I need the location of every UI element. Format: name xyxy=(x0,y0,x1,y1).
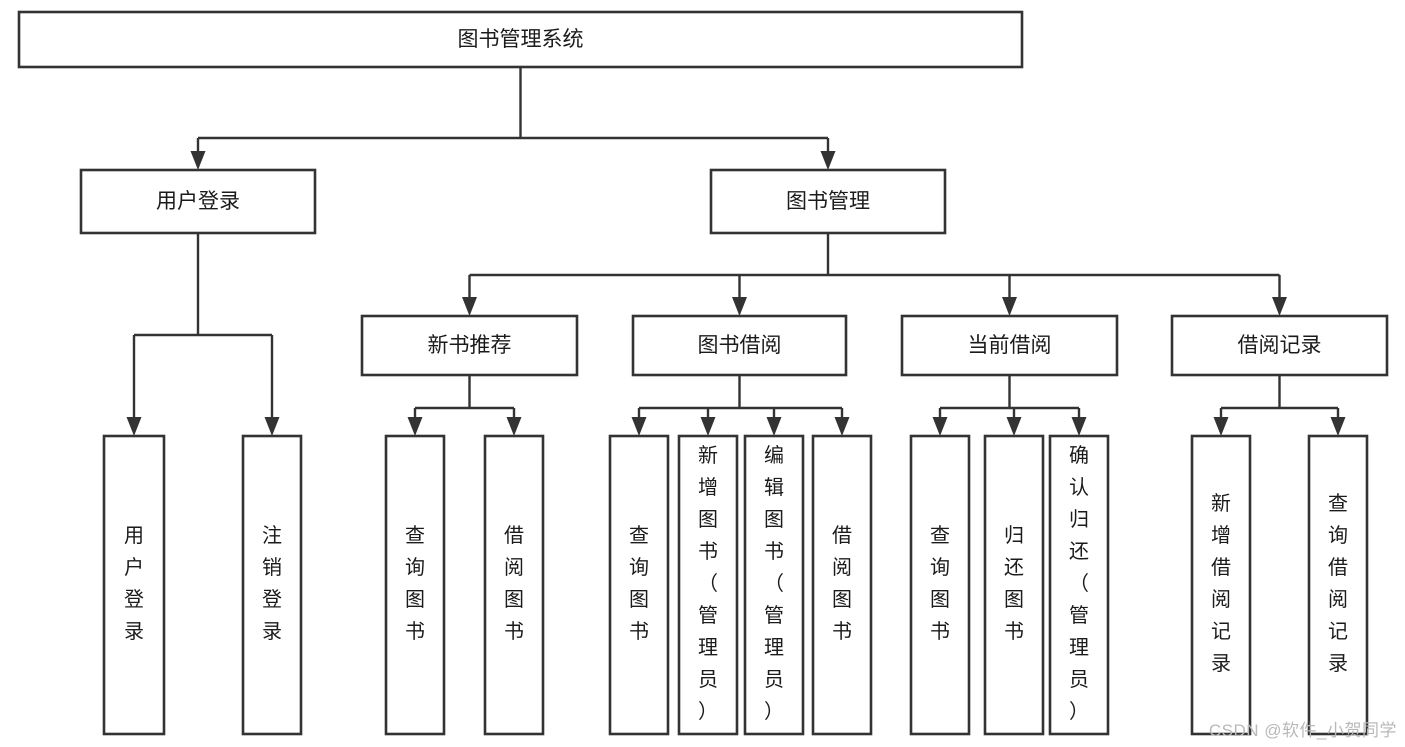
node-user-login[interactable]: 用户登录 xyxy=(79,168,317,235)
arrow-head-icon xyxy=(462,297,477,316)
node-label: 图书管理 xyxy=(786,190,870,213)
node-label: 新书推荐 xyxy=(428,334,512,357)
node-label: 借阅记录 xyxy=(1238,334,1322,357)
node-leaf-borrow-book-2[interactable]: 借阅图书 xyxy=(811,434,873,736)
node-label: 图书借阅 xyxy=(698,334,782,357)
node-label: 查询图书 xyxy=(629,524,649,643)
connector-group xyxy=(932,375,1087,436)
node-label: 图书管理系统 xyxy=(458,28,584,51)
node-box[interactable] xyxy=(1170,314,1389,377)
node-label: 当前借阅 xyxy=(968,334,1052,357)
connector-group xyxy=(1213,375,1346,436)
arrow-head-icon xyxy=(1071,417,1087,436)
node-leaf-edit-book[interactable]: 编辑图书（管理员） xyxy=(743,434,805,736)
node-borrow-record[interactable]: 借阅记录 xyxy=(1170,314,1389,377)
node-label: 借阅图书 xyxy=(504,524,524,643)
node-layer: 图书管理系统用户登录图书管理新书推荐图书借阅当前借阅借阅记录用户登录注销登录查询… xyxy=(17,10,1389,736)
node-box[interactable] xyxy=(900,314,1119,377)
connector-group xyxy=(631,375,850,436)
arrow-head-icon xyxy=(1330,417,1346,436)
node-box[interactable] xyxy=(17,10,1024,69)
node-book-borrow[interactable]: 图书借阅 xyxy=(631,314,848,377)
node-label: 注销登录 xyxy=(262,524,282,643)
node-leaf-query-book-3[interactable]: 查询图书 xyxy=(909,434,971,736)
arrow-head-icon xyxy=(1002,297,1017,316)
arrow-head-icon xyxy=(732,297,747,316)
node-box[interactable] xyxy=(1307,434,1369,736)
node-label: 编辑图书（管理员） xyxy=(764,444,784,723)
node-box[interactable] xyxy=(983,434,1045,736)
node-leaf-confirm-return[interactable]: 确认归还（管理员） xyxy=(1048,434,1110,736)
arrow-head-icon xyxy=(126,417,142,436)
node-label: 新增借阅记录 xyxy=(1211,492,1231,675)
node-label: 用户登录 xyxy=(156,190,240,213)
arrow-head-icon xyxy=(932,417,948,436)
arrow-head-icon xyxy=(700,417,716,436)
node-current-borrow[interactable]: 当前借阅 xyxy=(900,314,1119,377)
node-leaf-borrow-book-1[interactable]: 借阅图书 xyxy=(483,434,545,736)
node-box[interactable] xyxy=(483,434,545,736)
arrow-head-icon xyxy=(190,151,206,170)
node-box[interactable] xyxy=(102,434,166,736)
connector-group xyxy=(407,375,522,436)
node-box[interactable] xyxy=(608,434,670,736)
node-box[interactable] xyxy=(631,314,848,377)
arrow-head-icon xyxy=(631,417,647,436)
node-label: 新增图书（管理员） xyxy=(698,444,718,723)
node-label: 查询图书 xyxy=(405,524,425,643)
arrow-head-icon xyxy=(1272,297,1287,316)
node-box[interactable] xyxy=(709,168,947,235)
connector-group xyxy=(190,67,836,170)
node-label: 用户登录 xyxy=(124,525,144,643)
node-box[interactable] xyxy=(677,434,739,736)
arrow-head-icon xyxy=(834,417,850,436)
node-label: 确认归还（管理员） xyxy=(1069,444,1089,723)
connector-layer xyxy=(126,67,1346,436)
arrow-head-icon xyxy=(766,417,782,436)
node-leaf-return-book[interactable]: 归还图书 xyxy=(983,434,1045,736)
arrow-head-icon xyxy=(407,417,423,436)
node-box[interactable] xyxy=(1190,434,1252,736)
arrow-head-icon xyxy=(1006,417,1022,436)
node-label: 归还图书 xyxy=(1004,524,1024,643)
node-box[interactable] xyxy=(811,434,873,736)
node-box[interactable] xyxy=(241,434,303,736)
node-leaf-query-book-1[interactable]: 查询图书 xyxy=(384,434,446,736)
node-box[interactable] xyxy=(909,434,971,736)
node-leaf-logout[interactable]: 注销登录 xyxy=(241,434,303,736)
node-label: 查询图书 xyxy=(930,524,950,643)
node-box[interactable] xyxy=(384,434,446,736)
node-leaf-add-book[interactable]: 新增图书（管理员） xyxy=(677,434,739,736)
arrow-head-icon xyxy=(820,151,836,170)
watermark-label: CSDN @软件_小贺同学 xyxy=(1208,721,1397,740)
arrow-head-icon xyxy=(506,417,522,436)
node-box[interactable] xyxy=(360,314,579,377)
node-box[interactable] xyxy=(79,168,317,235)
node-label: 借阅图书 xyxy=(832,524,852,643)
arrow-head-icon xyxy=(264,417,280,436)
node-box[interactable] xyxy=(1048,434,1110,736)
node-book-manage[interactable]: 图书管理 xyxy=(709,168,947,235)
node-leaf-user-login[interactable]: 用户登录 xyxy=(102,434,166,736)
node-box[interactable] xyxy=(743,434,805,736)
connector-group xyxy=(126,233,280,436)
node-leaf-query-record[interactable]: 查询借阅记录 xyxy=(1307,434,1369,736)
node-new-book-rec[interactable]: 新书推荐 xyxy=(360,314,579,377)
connector-group xyxy=(462,233,1287,316)
node-root[interactable]: 图书管理系统 xyxy=(17,10,1024,69)
node-label: 查询借阅记录 xyxy=(1328,492,1348,675)
arrow-head-icon xyxy=(1213,417,1229,436)
node-leaf-add-record[interactable]: 新增借阅记录 xyxy=(1190,434,1252,736)
node-leaf-query-book-2[interactable]: 查询图书 xyxy=(608,434,670,736)
